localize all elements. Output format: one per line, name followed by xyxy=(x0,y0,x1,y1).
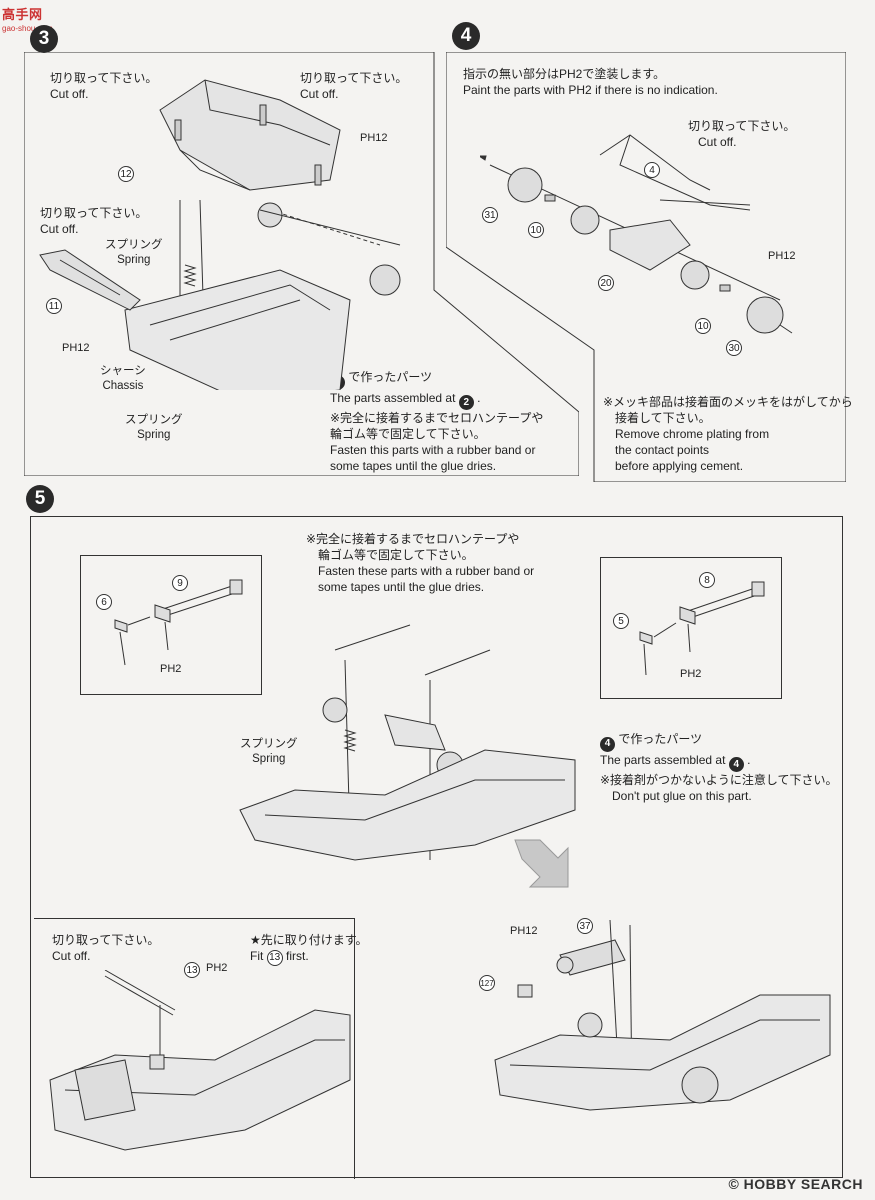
s3-cutoff-1: 切り取って下さい。Cut off. xyxy=(50,71,158,101)
s5-cutoff: 切り取って下さい。Cut off. xyxy=(52,933,160,963)
s3-part-11: 11 xyxy=(46,298,62,314)
s5-left-parts-drawing xyxy=(114,579,243,666)
logo-site: gao-shou.com xyxy=(2,24,53,33)
s4-part-31: 31 xyxy=(482,207,498,223)
s5-bottom-left-drawing xyxy=(49,970,351,1151)
s3-assembled-note: 2 で作ったパーツ The parts assembled at 2 . ※完全… xyxy=(330,370,544,473)
s5-fasten-note: ※完全に接着するまでセロハンテープや 輪ゴム等で固定して下さい。 Fasten … xyxy=(306,532,535,594)
s3-step2-ref-b: 2 xyxy=(458,395,474,410)
step-3-badge: 3 xyxy=(30,25,58,53)
s3-cutoff-3: 切り取って下さい。Cut off. xyxy=(40,206,148,236)
s5-inset-right xyxy=(600,557,782,699)
s5-step4-ref: 4 xyxy=(600,736,615,752)
next-step-arrow-icon xyxy=(514,839,569,888)
s5-inset-left xyxy=(80,555,262,695)
step-5-panel xyxy=(30,516,843,1178)
s4-paint-note: 指示の無い部分はPH2で塗装します。 Paint the parts with … xyxy=(463,67,718,97)
s3-part-12: 12 xyxy=(118,166,134,182)
s5-left-paint: PH2 xyxy=(160,663,182,675)
s4-part-30: 30 xyxy=(726,340,742,356)
s5-part-13: 13 xyxy=(184,962,200,978)
s4-part-20: 20 xyxy=(598,275,614,291)
s5-paint-37: PH12 xyxy=(510,925,538,937)
watermark-logo: 高手网 gao-shou.com xyxy=(2,4,53,33)
step-5-badge: 5 xyxy=(26,485,54,513)
s4-part-10-b: 10 xyxy=(695,318,711,334)
s5-part-8: 8 xyxy=(699,572,715,588)
s3-illustration xyxy=(39,79,401,390)
s5-inset-bottom-left xyxy=(34,918,355,1179)
s5-main-illustration xyxy=(239,624,576,861)
s4-chrome-note: ※メッキ部品は接着面のメッキをはがしてから 接着して下さい。 Remove ch… xyxy=(603,395,853,473)
s5-right-parts-drawing xyxy=(639,581,765,676)
s3-cutoff-2: 切り取って下さい。Cut off. xyxy=(300,71,408,101)
s5-part-5: 5 xyxy=(613,613,629,629)
s3-paint-ph12: PH12 xyxy=(360,132,388,144)
s4-illustration xyxy=(480,134,793,334)
watermark-footer: © HOBBY SEARCH xyxy=(728,1176,863,1192)
s4-paint-ph12: PH12 xyxy=(768,250,796,262)
s4-cutoff: 切り取って下さい。Cut off. xyxy=(688,119,796,149)
s5-bottom-right-drawing xyxy=(494,919,831,1111)
s5-assembled-note: 4 で作ったパーツ The parts assembled at 4 . ※接着… xyxy=(600,732,838,803)
logo-text: 高手网 xyxy=(2,7,43,22)
s5-part-9: 9 xyxy=(172,575,188,591)
step-4-badge: 4 xyxy=(452,22,480,50)
s5-step4-ref-b: 4 xyxy=(728,757,744,772)
s5-fit-part-13: 13 xyxy=(266,950,283,966)
s5-paint-13: PH2 xyxy=(206,962,228,974)
s5-part-6: 6 xyxy=(96,594,112,610)
s4-part-10-a: 10 xyxy=(528,222,544,238)
s5-right-paint: PH2 xyxy=(680,668,702,680)
s4-part-4: 4 xyxy=(644,162,660,178)
s5-part-127: 127 xyxy=(479,975,495,991)
s5-fit-first: ★先に取り付けます。 Fit 13 first. xyxy=(250,932,368,966)
s3-paint-ph12-b: PH12 xyxy=(62,342,90,354)
step-5-frame xyxy=(30,516,843,1178)
s5-part-37: 37 xyxy=(577,918,593,934)
